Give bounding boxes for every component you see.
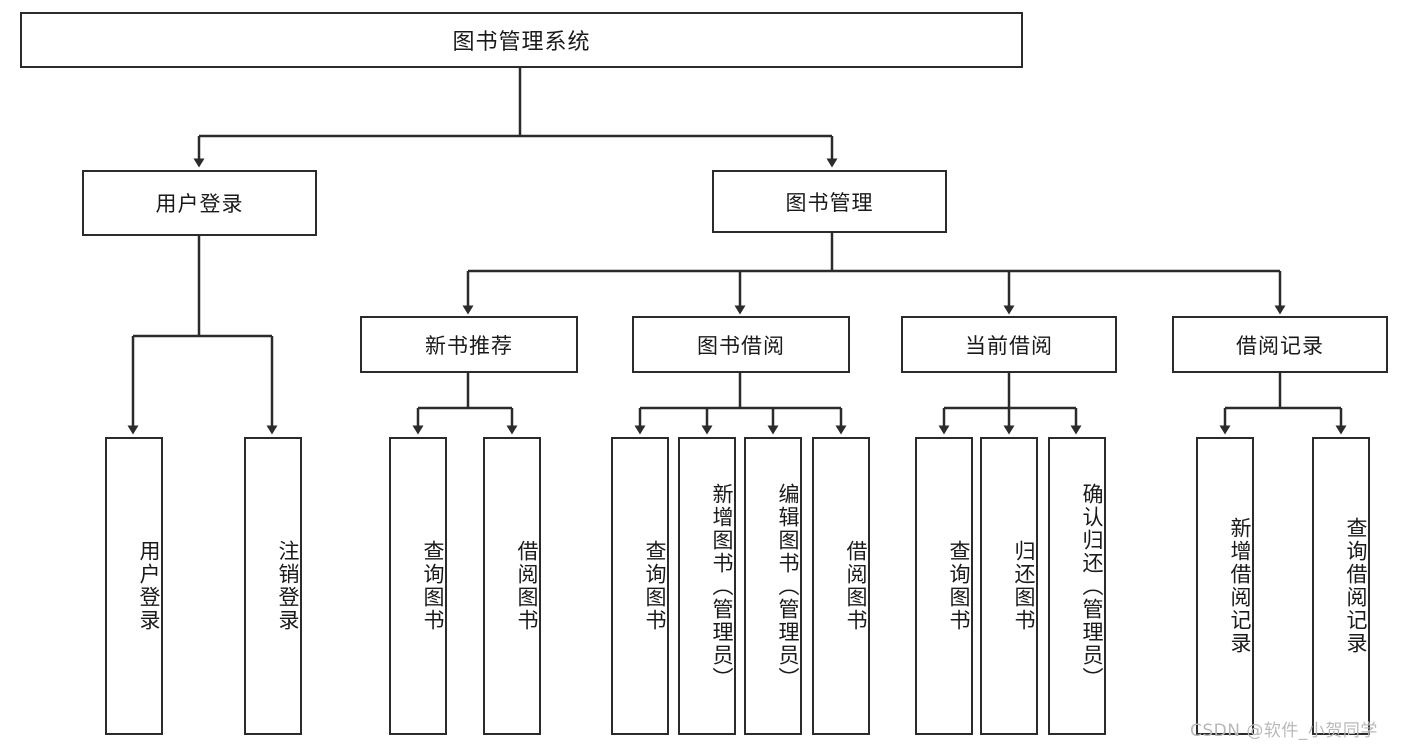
leaf-label: 查询借阅记录 [1344,517,1368,655]
leaf-borrow-record-query-record[interactable]: 查询借阅记录 [1312,437,1370,735]
node-root-book-management-system[interactable]: 图书管理系统 [20,12,1023,68]
leaf-label: 查询图书 [643,540,667,632]
leaf-user-login-logout[interactable]: 注销登录 [244,437,302,735]
leaf-current-borrow-return-book[interactable]: 归还图书 [980,437,1038,735]
node-book-management[interactable]: 图书管理 [712,170,947,233]
leaf-label: 确认归还（管理员） [1080,482,1104,690]
leaf-label: 借阅图书 [844,540,868,632]
leaf-label: 注销登录 [276,540,300,632]
leaf-book-borrow-query-book[interactable]: 查询图书 [611,437,669,735]
node-book-management-label: 图书管理 [785,190,874,215]
node-user-login-label: 用户登录 [155,192,244,216]
leaf-label: 用户登录 [137,540,161,632]
node-current-borrow-label: 当前借阅 [965,333,1053,358]
leaf-user-login-login[interactable]: 用户登录 [105,437,163,735]
leaf-label: 新增图书（管理员） [710,482,734,690]
leaf-label: 查询图书 [947,540,971,632]
node-new-book-recommend[interactable]: 新书推荐 [360,316,578,373]
node-user-login[interactable]: 用户登录 [82,170,317,236]
leaf-book-borrow-edit-book-admin[interactable]: 编辑图书（管理员） [744,437,802,735]
leaf-new-book-borrow-book[interactable]: 借阅图书 [483,437,541,735]
node-book-borrow[interactable]: 图书借阅 [632,316,850,373]
leaf-current-borrow-query-book[interactable]: 查询图书 [915,437,973,735]
leaf-label: 归还图书 [1012,540,1036,632]
leaf-label: 新增借阅记录 [1228,517,1252,655]
leaf-book-borrow-add-book-admin[interactable]: 新增图书（管理员） [678,437,736,735]
node-borrow-record-label: 借阅记录 [1236,333,1324,358]
node-borrow-record[interactable]: 借阅记录 [1172,316,1388,373]
leaf-current-borrow-confirm-return-admin[interactable]: 确认归还（管理员） [1048,437,1106,735]
node-new-book-recommend-label: 新书推荐 [425,333,513,358]
leaf-borrow-record-add-record[interactable]: 新增借阅记录 [1196,437,1254,735]
leaf-label: 借阅图书 [515,540,539,632]
csdn-watermark: CSDN @软件_小贺同学 [1190,721,1378,741]
leaf-new-book-query-book[interactable]: 查询图书 [389,437,447,735]
node-root-label: 图书管理系统 [452,30,591,55]
node-book-borrow-label: 图书借阅 [697,333,785,358]
leaf-book-borrow-borrow-book[interactable]: 借阅图书 [812,437,870,735]
node-current-borrow[interactable]: 当前借阅 [901,316,1117,373]
leaf-label: 查询图书 [421,540,445,632]
leaf-label: 编辑图书（管理员） [776,482,800,690]
